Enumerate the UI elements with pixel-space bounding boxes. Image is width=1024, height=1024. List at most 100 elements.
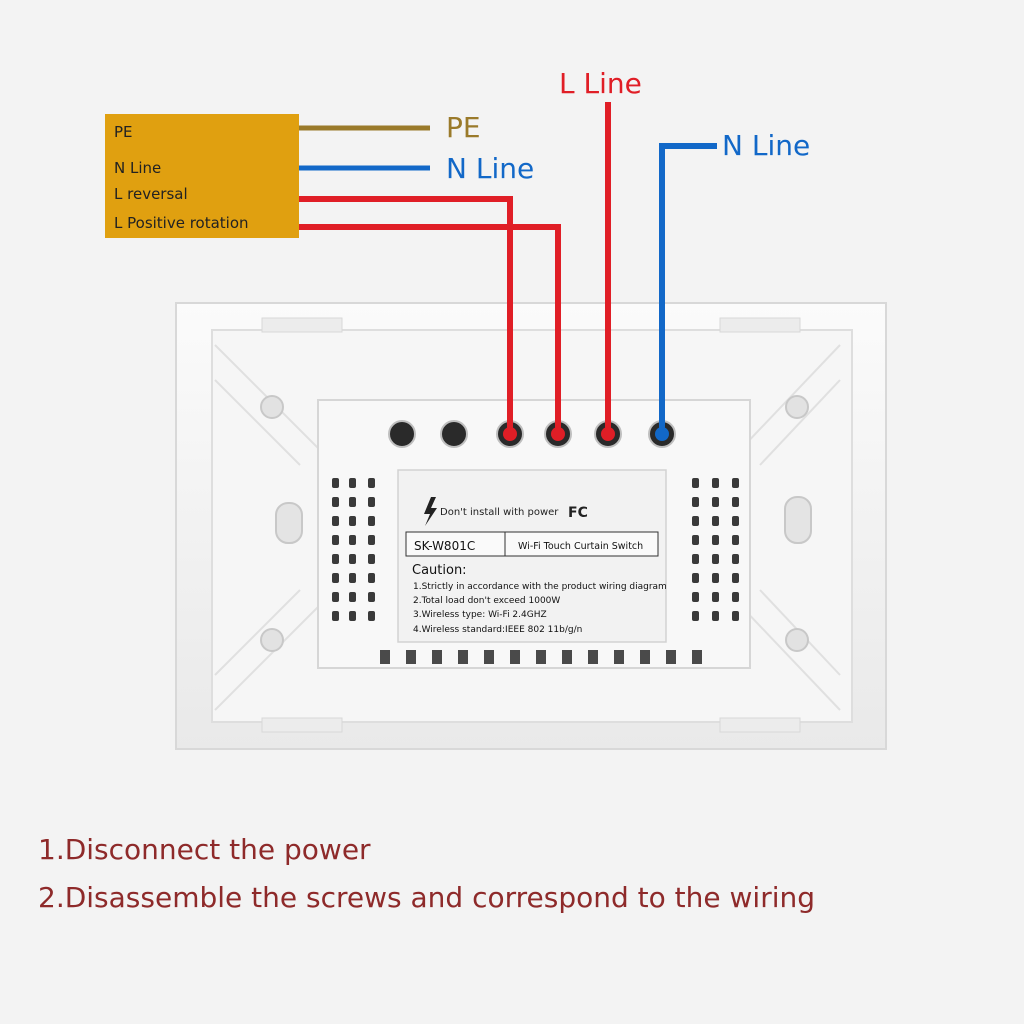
vent-hole: [349, 573, 356, 583]
vent-hole: [349, 592, 356, 602]
screw-holes: [260, 395, 812, 652]
label-product: Wi-Fi Touch Curtain Switch: [518, 541, 643, 552]
vent-slot: [536, 650, 546, 664]
vent-hole: [712, 554, 719, 564]
vent-hole: [712, 592, 719, 602]
instruction-step-1: 1.Disconnect the power: [38, 833, 371, 866]
fc-mark: FC: [568, 505, 588, 521]
vent-hole: [349, 611, 356, 621]
vent-hole: [712, 611, 719, 621]
screw-hole: [785, 395, 809, 419]
mount-slot: [275, 502, 303, 544]
label-caution-line: 3.Wireless type: Wi-Fi 2.4GHZ: [413, 610, 547, 620]
vent-hole: [368, 573, 375, 583]
terminal-socket: [440, 420, 468, 448]
vent-slot: [640, 650, 650, 664]
wire-end-dot: [655, 427, 669, 441]
vent-hole: [368, 478, 375, 488]
vent-slot: [380, 650, 390, 664]
wire-l-reversal: [299, 196, 513, 432]
vent-hole: [368, 497, 375, 507]
wire-label-n-right: N Line: [722, 129, 810, 162]
wire-n-line: [659, 143, 717, 432]
vent-hole: [332, 535, 339, 545]
vent-hole: [349, 497, 356, 507]
screw-hole: [785, 628, 809, 652]
vent-hole: [692, 554, 699, 564]
vent-hole: [349, 478, 356, 488]
vent-hole: [712, 516, 719, 526]
vent-hole: [368, 592, 375, 602]
vent-slot: [562, 650, 572, 664]
product-label: Don't install with power FC SK-W801C Wi-…: [397, 469, 667, 643]
legend-item-pe: PE: [114, 123, 133, 141]
vent-hole: [332, 497, 339, 507]
wire-legend-box: PE N Line L reversal L Positive rotation: [105, 114, 299, 238]
vent-hole: [349, 535, 356, 545]
screw-hole: [260, 395, 284, 419]
vent-hole: [349, 516, 356, 526]
vent-slot: [666, 650, 676, 664]
vent-hole: [349, 554, 356, 564]
vent-hole: [692, 535, 699, 545]
vent-slot: [406, 650, 416, 664]
legend-item-l-reversal: L reversal: [114, 185, 188, 203]
vent-hole: [692, 478, 699, 488]
vent-hole: [692, 516, 699, 526]
vent-hole: [732, 592, 739, 602]
wire-label-n-left: N Line: [446, 152, 534, 185]
vent-hole: [368, 554, 375, 564]
vent-slot: [484, 650, 494, 664]
vent-hole: [732, 573, 739, 583]
mount-slot: [784, 496, 812, 544]
vent-hole: [732, 535, 739, 545]
vent-hole: [692, 592, 699, 602]
vent-hole: [332, 554, 339, 564]
vent-slot: [432, 650, 442, 664]
wire-end-dot: [503, 427, 517, 441]
vent-hole: [732, 611, 739, 621]
label-warning: Don't install with power: [440, 507, 559, 518]
vent-slot: [614, 650, 624, 664]
vent-hole: [732, 497, 739, 507]
vent-hole: [712, 535, 719, 545]
vent-slot: [510, 650, 520, 664]
vent-hole: [332, 573, 339, 583]
vent-hole: [712, 573, 719, 583]
lightning-warning-icon: [424, 497, 437, 526]
wire-l-positive: [299, 224, 561, 432]
vent-hole: [332, 478, 339, 488]
vent-hole: [692, 573, 699, 583]
vent-hole: [732, 516, 739, 526]
wires: [299, 102, 717, 441]
wire-label-pe: PE: [446, 111, 481, 144]
label-caution-line: 2.Total load don't exceed 1000W: [413, 596, 560, 606]
vent-hole: [712, 478, 719, 488]
label-caution-title: Caution:: [412, 563, 467, 578]
vent-holes: [332, 478, 739, 664]
vent-hole: [692, 497, 699, 507]
screw-hole: [260, 628, 284, 652]
vent-hole: [732, 478, 739, 488]
legend-item-l-positive-rotation: L Positive rotation: [114, 214, 249, 232]
instruction-step-2: 2.Disassemble the screws and correspond …: [38, 881, 816, 914]
label-caution-line: 4.Wireless standard:IEEE 802 11b/g/n: [413, 625, 582, 635]
vent-hole: [332, 592, 339, 602]
vent-slot: [692, 650, 702, 664]
vent-hole: [732, 554, 739, 564]
vent-hole: [332, 516, 339, 526]
label-caution-line: 1.Strictly in accordance with the produc…: [413, 582, 667, 592]
vent-hole: [712, 497, 719, 507]
instructions: 1.Disconnect the power 2.Disassemble the…: [38, 826, 815, 922]
wire-end-dot: [551, 427, 565, 441]
vent-hole: [692, 611, 699, 621]
label-model: SK-W801C: [414, 539, 475, 553]
vent-hole: [368, 535, 375, 545]
terminal-block: L2L1LN: [388, 420, 676, 497]
wire-label-l-top: L Line: [559, 67, 642, 100]
vent-slot: [458, 650, 468, 664]
vent-hole: [332, 611, 339, 621]
legend-item-n-line: N Line: [114, 159, 161, 177]
wire-end-dot: [601, 427, 615, 441]
